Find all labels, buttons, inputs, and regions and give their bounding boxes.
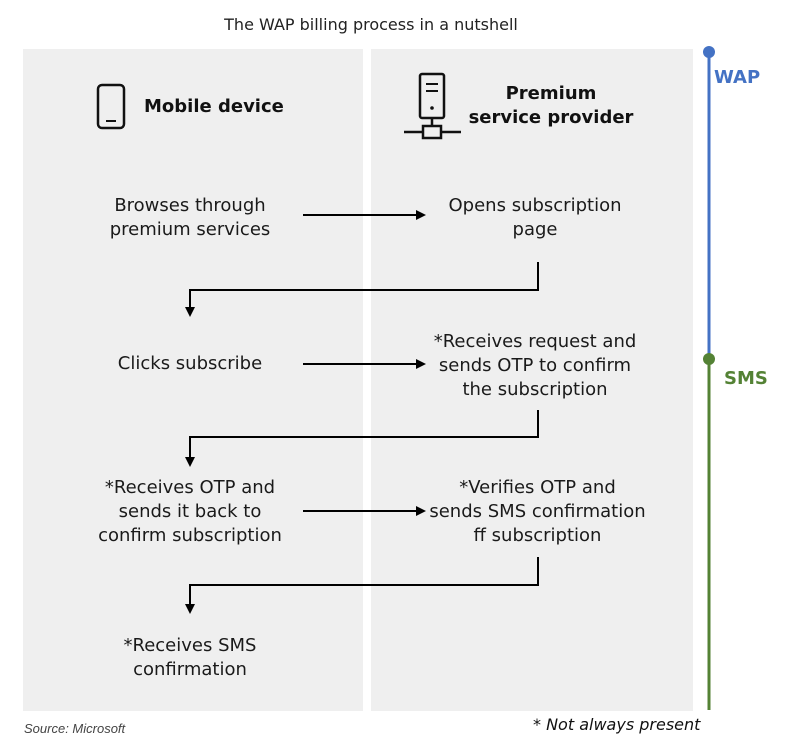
- step-open-page: Opens subscription page: [448, 195, 622, 240]
- mobile-device-column: [23, 49, 363, 711]
- sms-phase-dot: [703, 353, 715, 365]
- phase-label-sms: SMS: [724, 368, 768, 389]
- server-network-icon: [404, 72, 461, 140]
- connector-request-to-otp: [185, 410, 539, 467]
- phase-label-wap: WAP: [714, 67, 761, 88]
- step-receive-sms: *Receives SMS confirmation: [123, 635, 257, 680]
- step-receive-request: *Receives request and sends OTP to confi…: [433, 331, 637, 400]
- step-click-subscribe: Clicks subscribe: [117, 353, 263, 374]
- service-provider-heading: Premium service provider: [468, 83, 634, 128]
- mobile-device-heading: Mobile device: [144, 96, 284, 117]
- step-verify-otp: *Verifies OTP and sends SMS confirmation…: [429, 477, 646, 546]
- source-caption: Source: Microsoft: [24, 721, 126, 736]
- connector-verify-to-sms: [185, 557, 539, 614]
- diagram-title: The WAP billing process in a nutshell: [224, 15, 518, 34]
- step-receive-otp: *Receives OTP and sends it back to confi…: [98, 477, 282, 546]
- footnote: * Not always present: [533, 715, 701, 734]
- mobile-phone-icon: [96, 83, 126, 130]
- wap-phase-dot: [703, 46, 715, 58]
- step-browse: Browses through premium services: [109, 195, 271, 240]
- service-provider-column: [371, 49, 693, 711]
- connector-open-to-click: [185, 262, 539, 317]
